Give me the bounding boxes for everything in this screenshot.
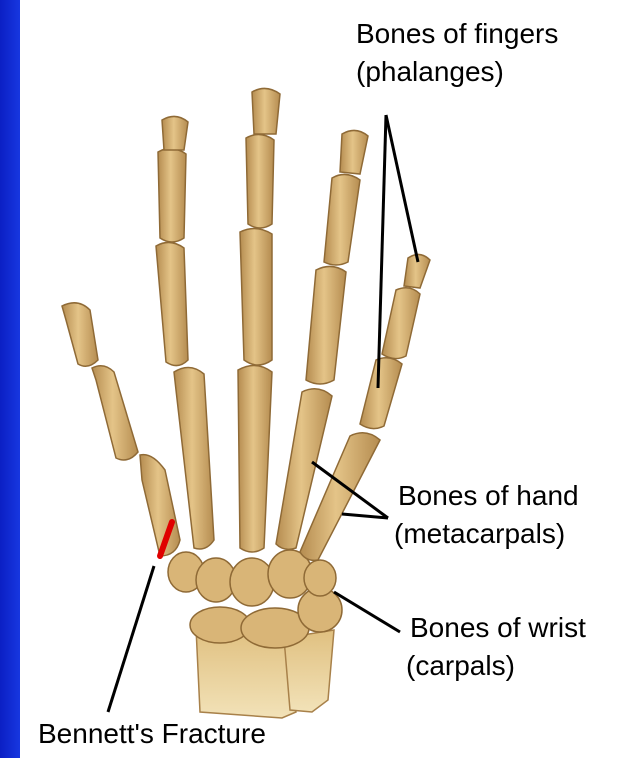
- phalanges-label-line1: Bones of fingers: [356, 16, 558, 51]
- carpals-label-line1: Bones of wrist: [410, 610, 586, 645]
- metacarpals-label-line2: (metacarpals): [394, 516, 565, 551]
- thumb-bones: [62, 303, 180, 556]
- metacarpals-label-line1: Bones of hand: [398, 478, 579, 513]
- phalanges-label-line2: (phalanges): [356, 54, 504, 89]
- carpals-label-line2: (carpals): [406, 648, 515, 683]
- middle-finger-bones: [238, 88, 280, 552]
- fracture-label: Bennett's Fracture: [38, 716, 266, 751]
